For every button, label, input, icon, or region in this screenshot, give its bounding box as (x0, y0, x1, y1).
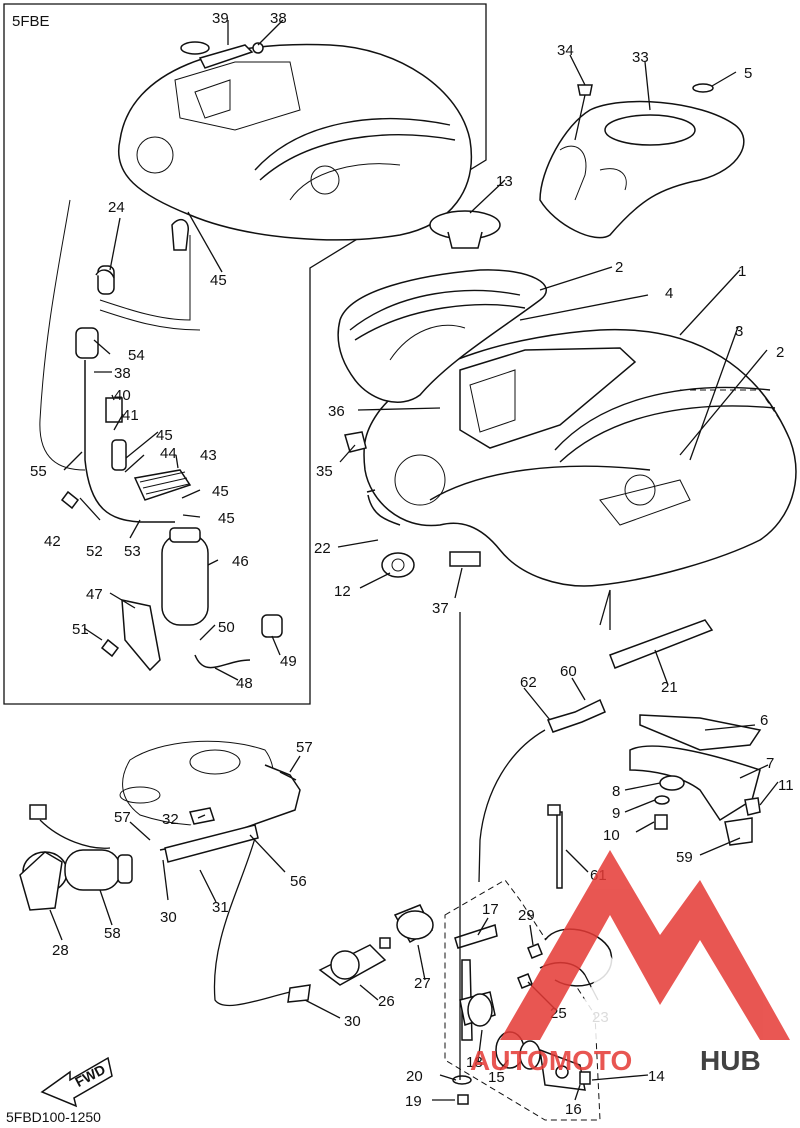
callout-10: 10 (603, 827, 620, 844)
callout-26: 26 (378, 993, 395, 1010)
callout-48: 48 (236, 675, 253, 692)
callout-34: 34 (557, 42, 574, 59)
choke-cable (478, 698, 606, 889)
tank-mount-bracket (629, 714, 762, 846)
callout-38: 38 (270, 10, 287, 27)
callout-36: 36 (328, 403, 345, 420)
fuel-cap (429, 210, 501, 249)
watermark-logo: AUTOMOTO HUB (470, 850, 790, 1076)
callout-15: 15 (488, 1069, 505, 1086)
callout-33: 33 (632, 49, 649, 66)
leader-lines (49, 19, 779, 1101)
callout-39: 39 (212, 10, 229, 27)
callout-40: 40 (114, 387, 131, 404)
callout-41: 41 (122, 407, 139, 424)
fuel-filter (318, 904, 434, 986)
callout-30b: 30 (344, 1013, 361, 1030)
callout-4: 4 (665, 285, 673, 302)
main-fuel-tank (337, 269, 797, 587)
callout-53: 53 (124, 543, 141, 560)
callout-56: 56 (290, 873, 307, 890)
callout-22: 22 (314, 540, 331, 557)
callout-45c: 45 (212, 483, 229, 500)
callout-51: 51 (72, 621, 89, 638)
callout-59: 59 (676, 849, 693, 866)
callout-29: 29 (518, 907, 535, 924)
footer-code: 5FBD100-1250 (6, 1109, 101, 1125)
inset-label: 5FBE (12, 13, 50, 30)
callout-7: 7 (766, 755, 774, 772)
callout-57a: 57 (296, 739, 313, 756)
engine-upper-sketch (119, 740, 311, 1007)
callout-32: 32 (162, 811, 179, 828)
callout-60: 60 (560, 663, 577, 680)
callout-8: 8 (612, 783, 620, 800)
callout-1: 1 (738, 263, 746, 280)
callout-57b: 57 (114, 809, 131, 826)
tank-cover (539, 83, 745, 239)
inset-border (3, 3, 487, 705)
callout-2b: 2 (776, 344, 784, 361)
callout-43: 43 (200, 447, 217, 464)
callout-5: 5 (744, 65, 752, 82)
callout-54: 54 (128, 347, 145, 364)
callout-38b: 38 (114, 365, 131, 382)
callout-13: 13 (496, 173, 513, 190)
callout-37: 37 (432, 600, 449, 617)
fwd-arrow: FWD (40, 1056, 113, 1108)
callout-6: 6 (760, 712, 768, 729)
fuel-pump-unit (19, 804, 133, 911)
callout-45b: 45 (156, 427, 173, 444)
callout-19: 19 (405, 1093, 422, 1110)
callout-2: 2 (615, 259, 623, 276)
callout-42: 42 (44, 533, 61, 550)
callout-11: 11 (778, 777, 794, 794)
callout-44: 44 (160, 445, 177, 462)
tank-small-parts (344, 431, 714, 669)
callout-30: 30 (160, 909, 177, 926)
inset-fuel-tank (117, 41, 472, 241)
callout-31: 31 (212, 899, 229, 916)
callout-45a: 45 (210, 272, 227, 289)
callout-47: 47 (86, 586, 103, 603)
callout-20: 20 (406, 1068, 423, 1085)
watermark-text-black: HUB (700, 1045, 761, 1076)
inset-pump-assembly (39, 199, 283, 672)
callout-35: 35 (316, 463, 333, 480)
callout-16: 16 (565, 1101, 582, 1118)
callout-52: 52 (86, 543, 103, 560)
callout-21: 21 (661, 679, 678, 696)
callout-62: 62 (520, 674, 537, 691)
callout-9: 9 (612, 805, 620, 822)
callout-46: 46 (232, 553, 249, 570)
callout-24: 24 (108, 199, 125, 216)
callout-58: 58 (104, 925, 121, 942)
callout-labels: 1 2 2 3 4 5 6 7 8 9 10 11 12 13 14 15 16… (30, 10, 794, 1118)
callout-50: 50 (218, 619, 235, 636)
callout-18: 18 (466, 1054, 483, 1071)
callout-28: 28 (52, 942, 69, 959)
callout-55: 55 (30, 463, 47, 480)
callout-17: 17 (482, 901, 499, 918)
watermark-text-red: AUTOMOTO (470, 1045, 632, 1076)
callout-45d: 45 (218, 510, 235, 527)
callout-27: 27 (414, 975, 431, 992)
callout-3: 3 (735, 323, 743, 340)
callout-12: 12 (334, 583, 351, 600)
callout-14: 14 (648, 1068, 665, 1085)
callout-49: 49 (280, 653, 297, 670)
